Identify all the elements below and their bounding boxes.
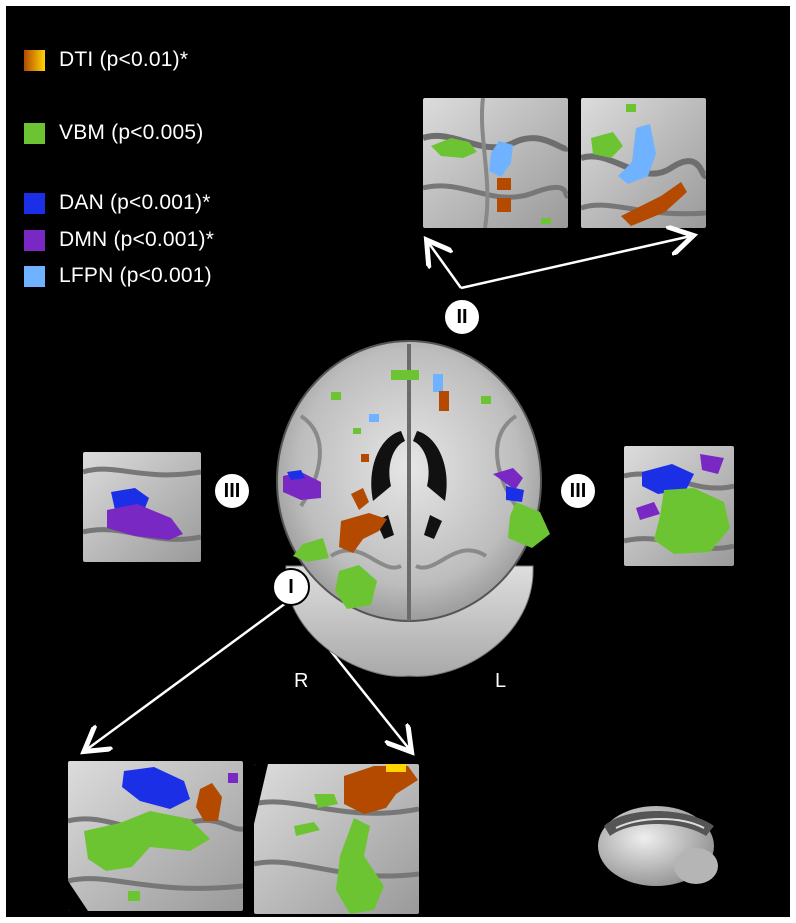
- legend-label-dan: DAN (p<0.001)*: [59, 191, 211, 214]
- callout-badge-i: I: [272, 568, 310, 606]
- legend-dmn: DMN (p<0.001)*: [24, 228, 214, 252]
- zoom-panel-iii-right: [624, 446, 734, 566]
- arrow-ii-right: [460, 236, 691, 290]
- zoom-panel-ii-right: [581, 98, 706, 228]
- zoom-panel-i-right: [254, 764, 419, 914]
- legend-label-vbm: VBM (p<0.005): [59, 121, 204, 144]
- orientation-right-label: R: [294, 670, 309, 692]
- legend-label-dti: DTI (p<0.01)*: [59, 48, 189, 71]
- callout-badge-iii-right: III: [559, 472, 597, 510]
- legend-dti: DTI (p<0.01)*: [24, 48, 188, 72]
- arrow-ii-left: [428, 242, 463, 289]
- legend-swatch-lfpn: [24, 265, 45, 287]
- legend-label-lfpn: LFPN (p<0.001): [59, 264, 212, 287]
- legend-swatch-dti: [24, 49, 45, 71]
- legend-dan: DAN (p<0.001)*: [24, 191, 211, 215]
- legend-swatch-vbm: [24, 122, 45, 144]
- zoom-panel-iii-left: [83, 452, 201, 562]
- inset-3d-brain: [598, 806, 718, 886]
- legend-vbm: VBM (p<0.005): [24, 121, 203, 145]
- orientation-left-label: L: [495, 670, 507, 692]
- figure-background: DTI (p<0.01)* VBM (p<0.005) DAN (p<0.001…: [6, 6, 790, 917]
- legend-swatch-dan: [24, 192, 45, 214]
- zoom-panel-ii-left: [423, 98, 568, 228]
- axial-brain-slice: [276, 340, 550, 677]
- arrow-i-left: [86, 598, 291, 750]
- legend-swatch-dmn: [24, 229, 45, 251]
- callout-badge-iii-left: III: [213, 472, 251, 510]
- legend-lfpn: LFPN (p<0.001): [24, 264, 212, 288]
- callout-badge-ii: II: [443, 298, 481, 336]
- zoom-panel-i-left: [68, 761, 243, 911]
- legend-label-dmn: DMN (p<0.001)*: [59, 228, 215, 251]
